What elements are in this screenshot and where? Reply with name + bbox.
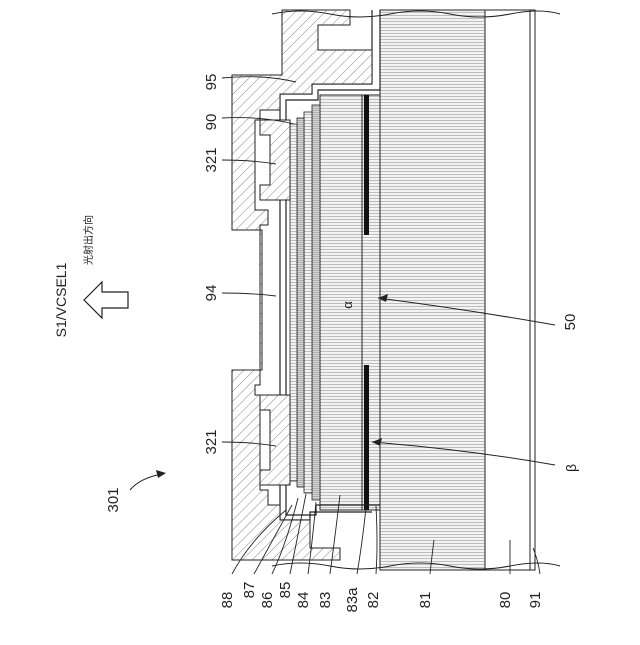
alpha-label: α — [340, 301, 355, 309]
beta-label: β — [563, 464, 579, 472]
electrode-91 — [530, 10, 535, 570]
label-90: 90 — [203, 114, 220, 131]
label-91: 91 — [527, 592, 544, 609]
layer-85 — [304, 112, 312, 493]
label-86: 86 — [259, 592, 276, 609]
layer-86 — [297, 118, 304, 487]
label-80: 80 — [497, 592, 514, 609]
label-301: 301 — [105, 487, 122, 512]
label-95: 95 — [203, 74, 220, 91]
layer-81 — [380, 10, 485, 570]
label-87: 87 — [241, 582, 258, 599]
substrate-80 — [485, 10, 535, 570]
label-50: 50 — [562, 314, 579, 331]
label-85: 85 — [277, 582, 294, 599]
direction-label-line2: 光射出方向 — [82, 215, 95, 265]
electrode-321-bottom — [260, 395, 290, 485]
label-88: 88 — [219, 592, 236, 609]
layer-87 — [290, 124, 297, 481]
bottom-labels: 88 87 86 85 84 83 83a 82 81 80 91 — [219, 582, 544, 613]
layer-84 — [312, 105, 320, 500]
electrode-321-top — [260, 120, 290, 200]
left-arrow-icon — [84, 282, 128, 318]
label-83: 83 — [317, 592, 334, 609]
label-321-top: 321 — [203, 147, 220, 172]
label-81: 81 — [417, 592, 434, 609]
label-82: 82 — [365, 592, 382, 609]
ref-301: 301 — [105, 470, 166, 513]
label-94: 94 — [203, 285, 220, 302]
label-84: 84 — [295, 592, 312, 609]
emission-direction: S1/VCSEL1 光射出方向 — [53, 215, 128, 337]
direction-label-line1: S1/VCSEL1 — [53, 262, 69, 337]
label-321-bottom: 321 — [203, 429, 220, 454]
label-83a: 83a — [344, 587, 361, 613]
